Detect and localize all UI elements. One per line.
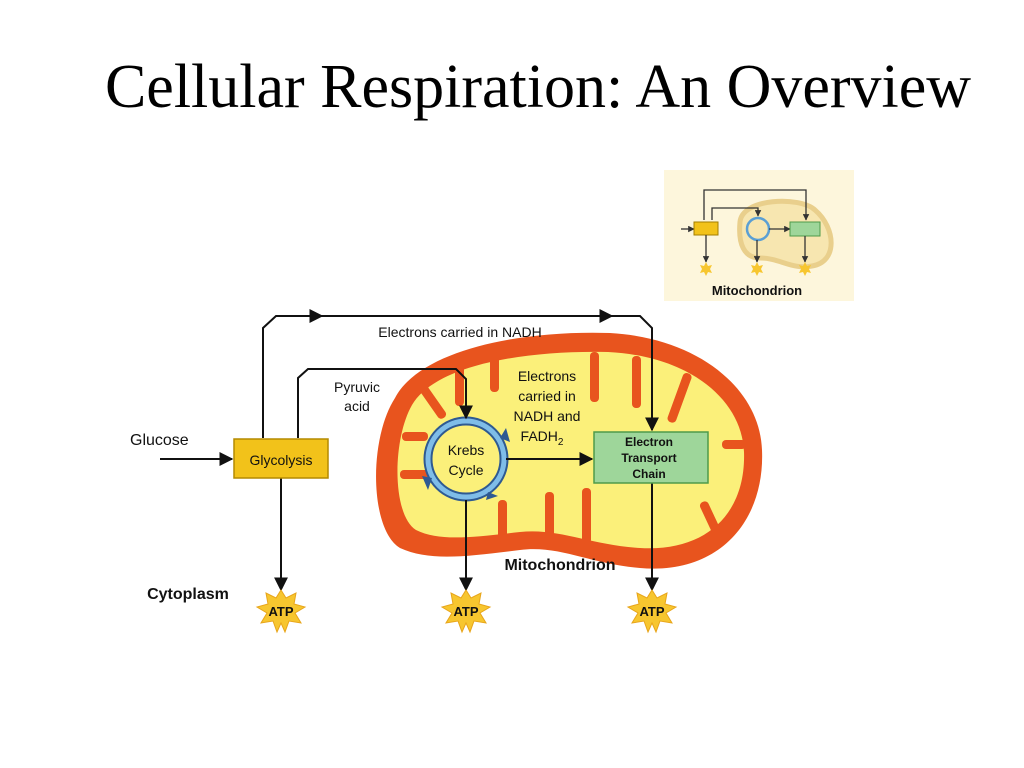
etc-label-line1: Electron bbox=[625, 435, 673, 449]
atp-star bbox=[626, 589, 678, 634]
electrons-fadh-label-line3: NADH and bbox=[514, 408, 581, 424]
fadh-subscript: 2 bbox=[558, 437, 564, 448]
fadh-text: FADH bbox=[521, 428, 558, 444]
thumbnail-panel: Mitochondrion bbox=[664, 170, 854, 301]
glycolysis-label: Glycolysis bbox=[249, 452, 312, 468]
mitochondrion-matrix bbox=[397, 351, 745, 549]
connectors bbox=[160, 309, 659, 592]
thumbnail-atp-star bbox=[799, 262, 811, 276]
slide-title: Cellular Respiration: An Overview bbox=[104, 53, 972, 121]
thumbnail-glycolysis-box bbox=[693, 221, 719, 236]
thumbnail-atp-star bbox=[751, 262, 763, 276]
electron-transport-chain-box bbox=[593, 431, 709, 484]
electrons-fadh-label-line2: carried in bbox=[518, 388, 576, 404]
glycolysis-box bbox=[233, 438, 329, 479]
atp-label-krebs: ATP bbox=[453, 604, 478, 619]
pyruvic-acid-label-line2: acid bbox=[344, 398, 370, 414]
atp-label-etc: ATP bbox=[639, 604, 664, 619]
cristae bbox=[400, 352, 746, 545]
glucose-label: Glucose bbox=[130, 432, 189, 449]
krebs-cycle-label-line2: Cycle bbox=[448, 462, 483, 478]
electrons-fadh-label-line4: FADH2 bbox=[521, 428, 564, 448]
etc-label-line3: Chain bbox=[632, 467, 665, 481]
mitochondrion-label: Mitochondrion bbox=[504, 557, 615, 574]
thumbnail-atp-star bbox=[700, 262, 712, 276]
atp-star bbox=[255, 589, 307, 634]
electrons-nadh-label: Electrons carried in NADH bbox=[378, 324, 541, 340]
electrons-fadh-label-line1: Electrons bbox=[518, 368, 576, 384]
mitochondrion-body bbox=[376, 332, 763, 569]
atp-star bbox=[440, 589, 492, 634]
thumbnail-label: Mitochondrion bbox=[712, 283, 802, 298]
etc-label-line2: Transport bbox=[621, 451, 676, 465]
krebs-cycle-label-line1: Krebs bbox=[448, 442, 485, 458]
pyruvic-acid-label-line1: Pyruvic bbox=[334, 379, 380, 395]
krebs-cycle-ring bbox=[422, 416, 510, 502]
atp-label-glycolysis: ATP bbox=[268, 604, 293, 619]
thumbnail-etc-box bbox=[789, 221, 821, 237]
cytoplasm-label: Cytoplasm bbox=[147, 586, 229, 603]
